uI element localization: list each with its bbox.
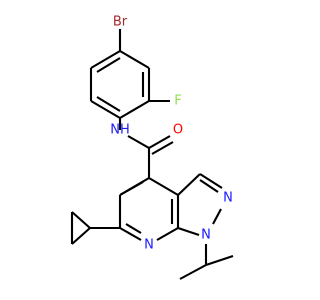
bond xyxy=(96,96,121,112)
atom-pyridine-nitrogen: N xyxy=(144,238,154,253)
bond xyxy=(119,227,142,241)
bond xyxy=(119,100,150,119)
atom-carbonyl-oxygen: O xyxy=(173,123,183,138)
bond xyxy=(90,100,121,119)
atom-label-layer: Br F NH O N N N xyxy=(110,15,233,253)
bond xyxy=(205,255,234,266)
bond xyxy=(156,227,179,241)
bond xyxy=(127,135,150,149)
bond xyxy=(148,135,171,149)
bond xyxy=(119,50,150,69)
bond xyxy=(119,181,144,196)
atom-pyrazole-nitrogen-1: N xyxy=(201,228,211,243)
bond-layer xyxy=(70,29,234,280)
bond xyxy=(199,173,223,189)
molecule-structure: Br F NH O N N N xyxy=(70,15,234,280)
bond xyxy=(148,177,179,196)
bond xyxy=(177,173,201,196)
atom-pyrazole-nitrogen-2: N xyxy=(223,191,233,206)
bond xyxy=(71,227,91,245)
bond xyxy=(90,50,121,69)
bond xyxy=(212,208,222,225)
atom-amide-nitrogen: NH xyxy=(110,123,130,138)
bond xyxy=(177,227,200,236)
bond xyxy=(71,211,91,229)
atom-fluorine: F xyxy=(174,94,181,109)
bond xyxy=(125,223,142,234)
bond xyxy=(96,57,121,73)
bond xyxy=(151,141,174,155)
atom-bromine: Br xyxy=(113,15,128,30)
bond xyxy=(179,264,207,280)
bond xyxy=(199,179,219,193)
